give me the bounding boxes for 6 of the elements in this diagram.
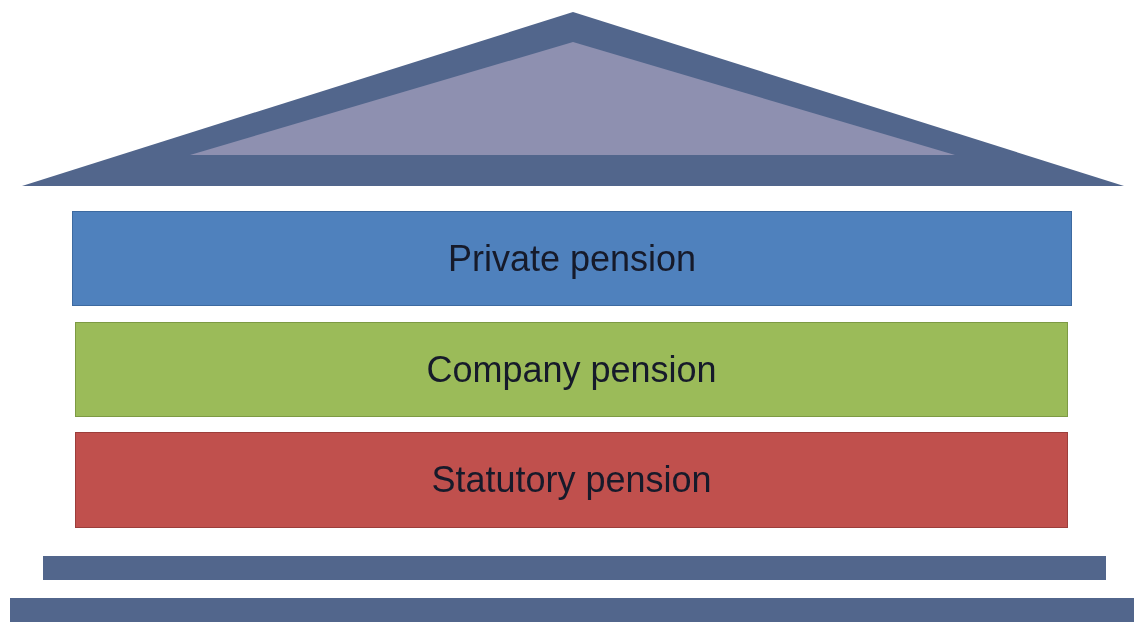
pension-layer-band	[72, 211, 1072, 306]
layer-label: Company pension	[426, 348, 717, 391]
layer-label: Statutory pension	[431, 459, 712, 501]
pension-layer-band	[75, 432, 1068, 528]
pension-layer-band	[75, 322, 1068, 417]
layer-label: Private pension	[447, 237, 697, 280]
